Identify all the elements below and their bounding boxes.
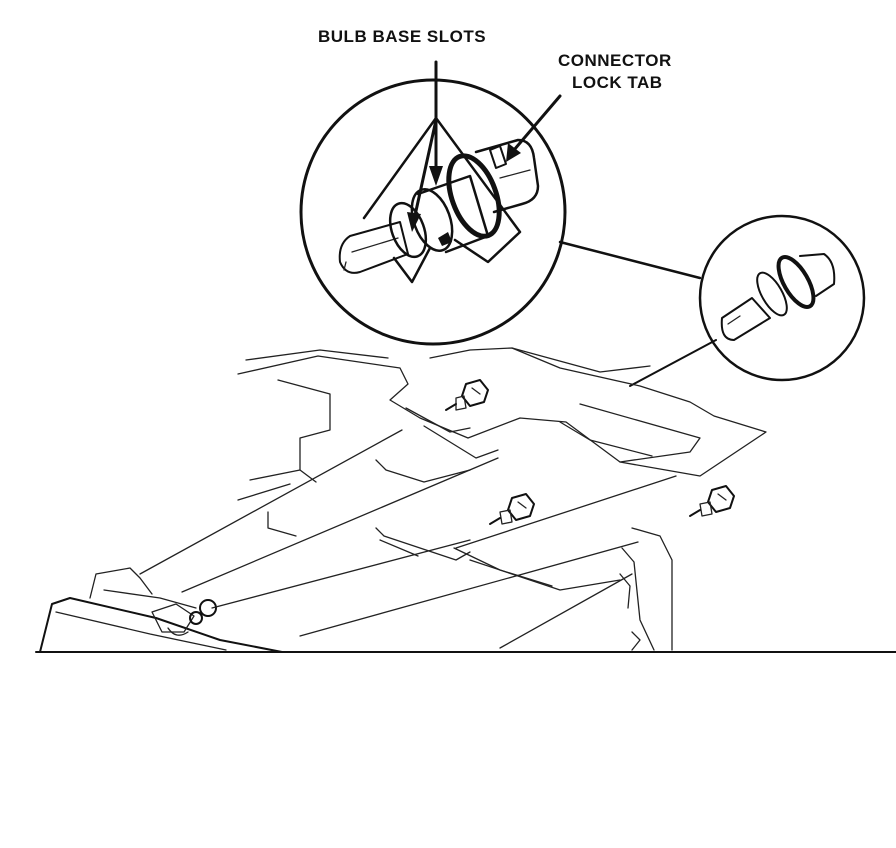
mounting-screw-upper (445, 379, 489, 411)
mounting-screw-right (689, 485, 735, 517)
detail-link-line (558, 240, 702, 280)
label-bulb-base-slots: BULB BASE SLOTS (318, 27, 486, 46)
headlamp-housing (35, 347, 896, 653)
small-circle-pointer (629, 339, 717, 387)
mounting-screw-middle (489, 493, 535, 525)
label-lock-tab: LOCK TAB (572, 73, 663, 92)
detail-circle-large (299, 78, 567, 346)
detail-circle-small (698, 214, 866, 382)
label-connector: CONNECTOR (558, 51, 672, 70)
